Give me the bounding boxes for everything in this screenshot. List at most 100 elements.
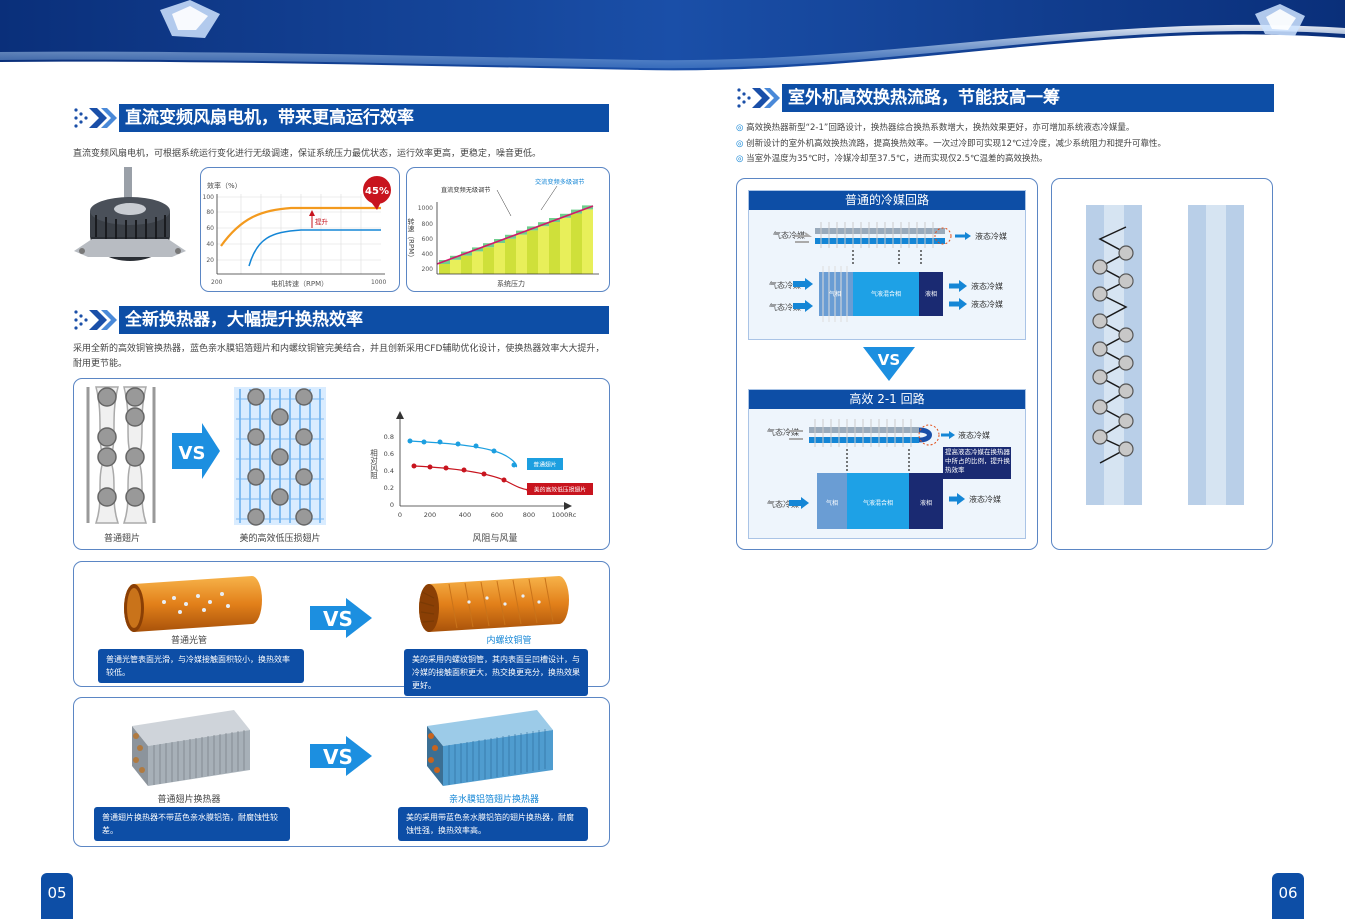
normal-circuit-diagram: 气态冷媒 液态冷媒 气态冷媒 气态冷媒 气相 气液混合相 液相 液态冷媒 液态冷 [769, 222, 1007, 322]
svg-text:VS: VS [878, 351, 900, 369]
efficient-circuit-diagram: 气态冷媒 液态冷媒 气态冷媒 气相 气液混合相 液相 液态冷媒 [767, 419, 1011, 529]
improve-annotation: 提升 [315, 217, 329, 226]
step-bar [571, 213, 582, 274]
liquid-refrigerant-label: 液态冷媒 [958, 430, 990, 440]
step-bars [439, 205, 593, 274]
step-bar [450, 259, 461, 274]
y-tick: 100 [203, 194, 215, 201]
step-bar [461, 255, 472, 274]
x-tick: 1000 [371, 279, 386, 286]
y-tick: 0.2 [384, 484, 394, 492]
liquid-refrigerant-label: 液态冷媒 [971, 281, 1003, 291]
blue-fin-hx-label: 亲水膜铝箔翅片换热器 [448, 795, 539, 805]
efficient-circuit-title: 高效 2-1 回路 [749, 390, 1025, 409]
efficient-circuit-box: 高效 2-1 回路 气态冷媒 液态冷媒 气态冷媒 气相 气液混合相 液相 [748, 389, 1026, 539]
x-tick: 200 [211, 279, 223, 286]
speed-chart-panel: 直流变频无级调节 交流变频多级调节 1000 800 600 400 200 转… [406, 167, 610, 292]
step-bar [538, 226, 549, 274]
step-bar [527, 230, 538, 274]
svg-text:VS: VS [323, 745, 353, 769]
smooth-tube-image [124, 576, 262, 632]
chart-ylabel: 相对风阻 [369, 448, 378, 481]
step-bar [439, 264, 450, 274]
y-tick: 600 [422, 236, 434, 243]
y-tick: 40 [206, 241, 214, 248]
legend-normal-fin: 普通翅片 [533, 461, 556, 469]
vs-arrow-icon: VS [172, 423, 220, 479]
section-title: 直流变频风扇电机，带来更高运行效率 [119, 104, 609, 132]
efficiency-curve-dc [220, 206, 381, 247]
y-tick: 0.8 [384, 433, 394, 441]
blue-fin-hx-desc: 美的采用带蓝色亲水膜铝箔的翅片换热器，耐腐蚀性强，换热效率高。 [398, 807, 588, 841]
liquid-phase-label: 液相 [925, 290, 937, 298]
tube-comparison-panel: 普通光管 普通光管表面光滑，与冷媒接触面积较小，换热效率较低。 VS 内螺纹铜管… [73, 561, 610, 696]
vs-arrow-icon: VS [310, 598, 372, 638]
svg-text:VS: VS [179, 443, 206, 464]
step-bar [472, 251, 483, 274]
bullet-list: ◎ 高效换热器新型“2-1”回路设计，换热器综合换热系数增大，换热效果更好，亦可… [736, 121, 1296, 168]
y-tick: 800 [422, 221, 434, 228]
gas-phase-label: 气相 [829, 290, 841, 298]
section-header-outdoor-flow: 室外机高效换热流路，节能技高一筹 [736, 84, 1274, 112]
gas-refrigerant-label: 气态冷媒 [769, 302, 801, 312]
liquid-phase-label: 液相 [920, 499, 932, 507]
y-tick: 1000 [418, 205, 433, 212]
smooth-tube-desc: 普通光管表面光滑，与冷媒接触面积较小，换热效率较低。 [98, 649, 304, 683]
plain-hx-label: 普通翅片换热器 [157, 795, 221, 805]
gas-refrigerant-label: 气态冷媒 [767, 499, 799, 509]
gas-refrigerant-label: 气态冷媒 [769, 280, 801, 290]
grooved-tube-label: 内螺纹铜管 [486, 636, 532, 646]
speed-chart: 直流变频无级调节 交流变频多级调节 1000 800 600 400 200 转… [407, 178, 599, 288]
plain-hx-image [132, 710, 250, 786]
y-tick: 0.4 [384, 467, 394, 475]
y-tick: 80 [206, 209, 214, 216]
section-title: 全新换热器，大幅提升换热效率 [119, 306, 609, 334]
fan-motor-image [74, 167, 186, 261]
efficient-fin-diagram [234, 387, 326, 526]
legend-efficient-fin: 美的高效低压损翅片 [534, 486, 586, 494]
step-bar [483, 247, 494, 274]
chart-ylabel: 效率（%） [207, 181, 242, 190]
page-number-left: 05 [41, 873, 73, 919]
hx-comparison-panel: 普通翅片换热器 普通翅片换热器不带蓝色亲水膜铝箔，耐腐蚀性较差。 VS 亲水膜铝… [73, 697, 610, 847]
gas-refrigerant-label: 气态冷媒 [773, 230, 805, 240]
chart-ylabel: 转速（RPM） [407, 217, 415, 261]
efficient-fin-label: 美的高效低压损翅片 [239, 532, 320, 544]
chevron-arrows-icon [74, 108, 117, 128]
plain-hx-desc: 普通翅片换热器不带蓝色亲水膜铝箔，耐腐蚀性较差。 [94, 807, 290, 841]
chart-xlabel: 系统压力 [497, 279, 525, 288]
badge-label: 45% [365, 186, 389, 197]
x-tick: 800 [523, 511, 535, 519]
section-header-heat-exchanger: 全新换热器，大幅提升换热效率 [73, 306, 609, 334]
chart-xlabel: 电机转速（RPM） [271, 279, 328, 288]
step-bar [560, 217, 571, 274]
chevron-arrows-icon [737, 88, 780, 108]
air-resistance-chart: 相对风阻 0.8 0.6 0.4 0.2 0 普通翅片 美的高效低压损翅片 0 … [369, 411, 593, 544]
fin-comparison-panel: 普通翅片 VS 美的高效低压损翅片 相对风阻 [73, 378, 610, 550]
liquid-refrigerant-label: 液态冷媒 [975, 231, 1007, 241]
step-bar [549, 222, 560, 274]
efficiency-note: 提高液态冷媒在换热器中所占的比例，提升换热效率 [945, 448, 1010, 474]
x-tick: 1000Rc [552, 511, 577, 519]
x-tick: 400 [459, 511, 471, 519]
efficiency-chart: 效率（%） 100 80 60 40 20 提升 200 1000 电机转速（R… [203, 174, 393, 288]
normal-circuit-box: 普通的冷媒回路 气态冷媒 液态冷媒 气态冷媒 气态冷媒 气相 气液混合相 液相 [748, 190, 1026, 340]
grooved-tube-desc: 美的采用内螺纹铜管，其内表面呈凹槽设计，与冷媒的接触面积更大，热交换更充分，换热… [404, 649, 588, 696]
liquid-refrigerant-label: 液态冷媒 [971, 299, 1003, 309]
page-number-right: 06 [1272, 873, 1304, 919]
chevron-arrows-icon [74, 310, 117, 330]
gas-refrigerant-label: 气态冷媒 [767, 427, 799, 437]
svg-text:VS: VS [323, 607, 353, 631]
y-tick: 200 [422, 266, 434, 273]
vs-down-arrow-icon: VS [863, 347, 915, 381]
efficiency-curve-ac [248, 229, 381, 267]
bullet-item: ◎ 当室外温度为35℃时，冷媒冷却至37.5℃，进而实现仅2.5℃温差的高效换热… [736, 154, 1048, 164]
y-tick: 0 [390, 501, 394, 509]
step-bar [494, 243, 505, 274]
top-banner [0, 0, 1345, 71]
normal-fin-diagram [86, 386, 156, 524]
normal-fin-label: 普通翅片 [104, 532, 140, 544]
step-bar [516, 234, 527, 274]
dc-line [436, 205, 594, 265]
step-bar [505, 238, 516, 274]
